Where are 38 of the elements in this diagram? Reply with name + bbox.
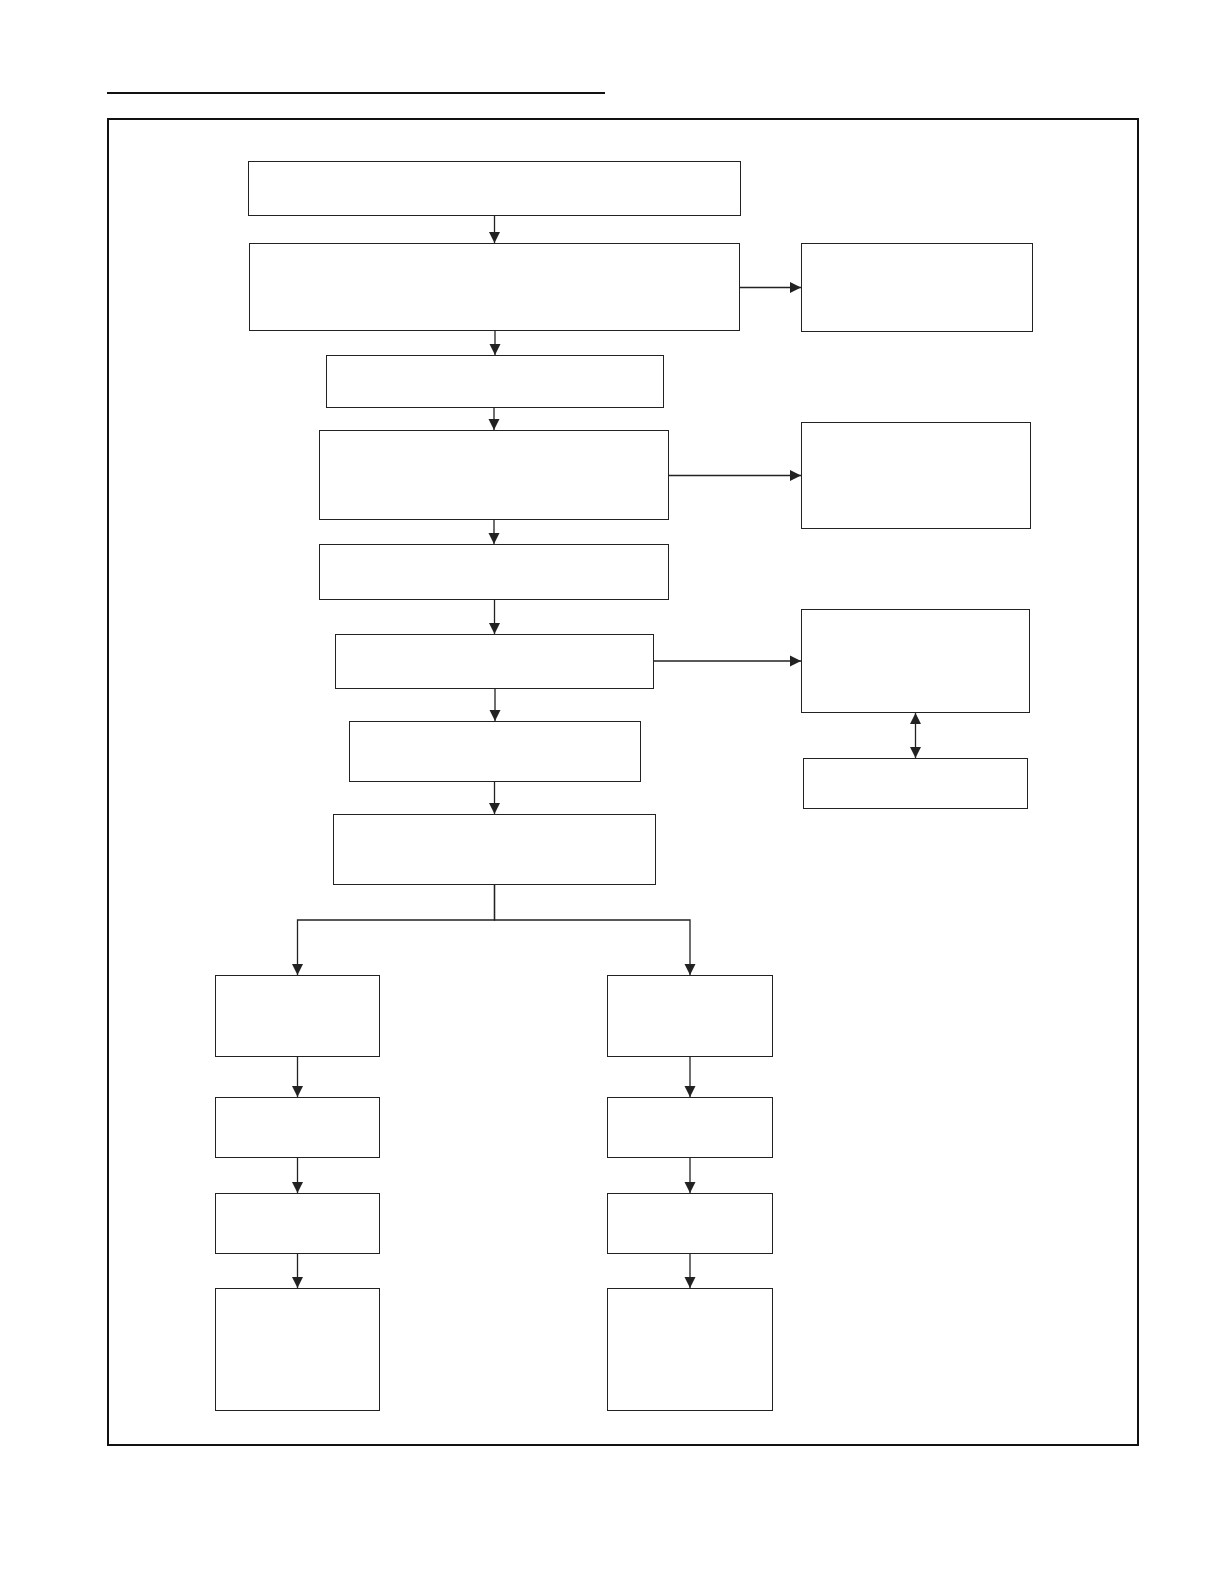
empty-box: [215, 975, 380, 1057]
empty-box: [215, 1097, 380, 1158]
empty-box: [801, 422, 1031, 529]
empty-box: [801, 609, 1030, 713]
arrow: [488, 519, 500, 545]
arrow: [739, 282, 802, 293]
empty-box: [801, 243, 1033, 332]
empty-box: [248, 161, 741, 216]
arrow: [684, 1157, 696, 1194]
arrow: [489, 599, 500, 635]
empty-box: [803, 758, 1028, 809]
arrow: [489, 781, 500, 815]
arrow: [292, 1253, 303, 1289]
empty-box: [349, 721, 641, 782]
arrow: [489, 688, 501, 722]
arrow: [653, 655, 802, 667]
arrow: [493, 884, 696, 976]
arrow: [489, 330, 501, 356]
empty-box: [326, 355, 664, 408]
arrow: [488, 407, 500, 431]
arrow: [489, 215, 500, 244]
arrow: [292, 1056, 303, 1098]
empty-box: [249, 243, 740, 331]
empty-box: [319, 544, 669, 600]
empty-box: [607, 1097, 773, 1158]
empty-box: [607, 1193, 773, 1254]
empty-box: [215, 1193, 380, 1254]
arrow: [684, 1253, 696, 1289]
empty-box: [215, 1288, 380, 1411]
empty-box: [607, 1288, 773, 1411]
arrow: [684, 1056, 696, 1098]
empty-box: [319, 430, 669, 520]
empty-box: [607, 975, 773, 1057]
empty-box: [333, 814, 656, 885]
arrow: [910, 712, 921, 759]
arrow: [668, 470, 802, 481]
empty-box: [335, 634, 654, 689]
arrow: [292, 1157, 303, 1194]
